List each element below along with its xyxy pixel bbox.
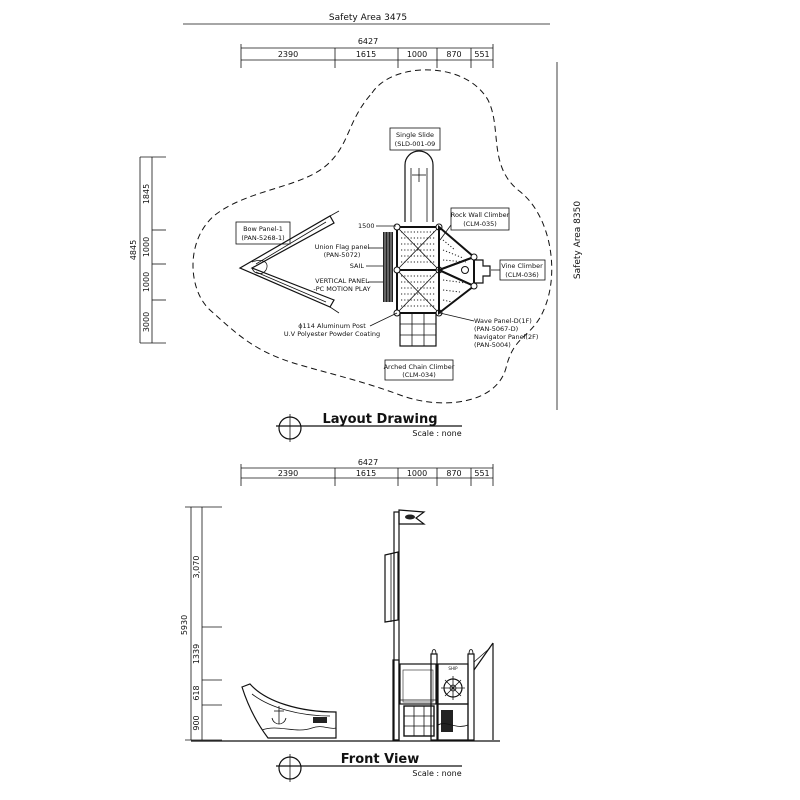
- svg-text:Navigator Panel(2F): Navigator Panel(2F): [474, 333, 538, 341]
- dim-total-front: 6427: [358, 458, 378, 467]
- front-mast-flag: [384, 509, 426, 741]
- arched-chain-climber: [399, 312, 437, 347]
- layout-title: Layout Drawing: [322, 412, 437, 427]
- union-flag-label: Union Flag panel (PAN-5072): [315, 243, 383, 259]
- front-title-block: Front View Scale : none: [276, 752, 462, 782]
- svg-text:U.V Polyester Powder Coating: U.V Polyester Powder Coating: [284, 330, 380, 338]
- front-structure: SHIP: [392, 642, 494, 741]
- svg-text:(PAN-5004): (PAN-5004): [474, 341, 511, 349]
- svg-text:618: 618: [192, 685, 201, 700]
- svg-text:Arched Chain Climber: Arched Chain Climber: [384, 363, 455, 371]
- svg-text:(SLD-001-09: (SLD-001-09: [395, 140, 436, 148]
- bow-panel-callout: Bow Panel-1 (PAN-5268-1): [235, 221, 291, 245]
- single-slide-callout: Single Slide (SLD-001-09: [389, 127, 441, 151]
- anchor-icon: [271, 706, 287, 725]
- safety-area-top-label: Safety Area 3475: [329, 13, 407, 23]
- post-label: ϕ114 Aluminum Post U.V Polyester Powder …: [284, 312, 398, 338]
- vine-climber: [474, 259, 491, 284]
- layout-title-block: Layout Drawing Scale : none: [276, 412, 462, 442]
- dim-total-top: 6427: [358, 37, 378, 46]
- dim-seg-left-2: 1000: [142, 237, 151, 257]
- arched-chain-callout: Arched Chain Climber (CLM-034): [384, 359, 455, 381]
- svg-text:(PAN-5072): (PAN-5072): [324, 251, 361, 259]
- svg-text:870: 870: [446, 469, 461, 478]
- ship-wheel-icon: [441, 676, 465, 700]
- svg-text:ϕ114 Aluminum Post: ϕ114 Aluminum Post: [298, 322, 366, 330]
- vertical-panel-label: VERTICAL PANEL -PC MOTION PLAY: [313, 277, 383, 293]
- svg-text:1339: 1339: [192, 644, 201, 664]
- triangle-decks: [436, 224, 478, 316]
- svg-text:(CLM-035): (CLM-035): [463, 220, 497, 228]
- dim-seg-left-1: 1845: [142, 184, 151, 204]
- dim-seg-top-3: 1000: [407, 50, 427, 59]
- dim-seg-top-2: 1615: [356, 50, 376, 59]
- svg-text:(PAN-5067-D): (PAN-5067-D): [474, 325, 518, 333]
- svg-text:1000: 1000: [407, 469, 427, 478]
- dim-seg-top-5: 551: [474, 50, 489, 59]
- svg-text:VERTICAL PANEL: VERTICAL PANEL: [315, 277, 369, 285]
- svg-text:1615: 1615: [356, 469, 376, 478]
- svg-text:-PC MOTION PLAY: -PC MOTION PLAY: [313, 285, 370, 293]
- dim-seg-top-1: 2390: [278, 50, 298, 59]
- svg-text:551: 551: [474, 469, 489, 478]
- svg-text:Bow Panel-1: Bow Panel-1: [243, 225, 283, 233]
- top-dimension-chain: 6427 2390 1615 1000 870 551: [240, 37, 494, 68]
- svg-text:Vine Climber: Vine Climber: [501, 262, 543, 270]
- svg-text:Wave Panel-D(1F): Wave Panel-D(1F): [474, 317, 532, 325]
- svg-text:SHIP: SHIP: [448, 666, 458, 671]
- svg-text:(CLM-034): (CLM-034): [402, 371, 436, 379]
- svg-text:900: 900: [192, 715, 201, 730]
- safety-zone-outline: [192, 69, 553, 404]
- bow-panel: [238, 210, 340, 314]
- svg-text:SAIL: SAIL: [350, 262, 365, 270]
- svg-text:(PAN-5268-1): (PAN-5268-1): [241, 234, 284, 242]
- svg-text:Rock Wall Climber: Rock Wall Climber: [451, 211, 510, 219]
- left-dimension-chain-front: 5930 3,070 1339 618 900: [180, 506, 222, 741]
- deck-height-label: 1500: [358, 222, 375, 230]
- dim-seg-top-4: 870: [446, 50, 461, 59]
- front-title: Front View: [341, 752, 420, 767]
- vine-climber-callout: Vine Climber (CLM-036): [491, 259, 546, 281]
- svg-text:5930: 5930: [180, 615, 189, 635]
- main-deck: [393, 223, 443, 317]
- single-slide: [404, 150, 434, 222]
- front-scale: Scale : none: [412, 769, 461, 778]
- rock-wall-callout: Rock Wall Climber (CLM-035): [439, 207, 510, 241]
- wave-panel-label: Wave Panel-D(1F) (PAN-5067-D) Navigator …: [439, 312, 538, 349]
- svg-text:2390: 2390: [278, 469, 298, 478]
- dim-seg-left-3: 1000: [142, 272, 151, 292]
- svg-text:Union Flag panel: Union Flag panel: [315, 243, 370, 251]
- sail-label: SAIL: [350, 262, 383, 270]
- front-bow-panel: [241, 683, 337, 739]
- dim-total-left-layout: 4845: [129, 240, 138, 260]
- safety-area-right-label: Safety Area 8350: [573, 201, 583, 279]
- svg-text:Single Slide: Single Slide: [396, 131, 434, 139]
- svg-text:(CLM-036): (CLM-036): [505, 271, 539, 279]
- svg-text:3,070: 3,070: [192, 556, 201, 579]
- left-dimension-chain-layout: 4845 1845 1000 1000 3000: [129, 156, 166, 344]
- front-dimension-chain: 6427 2390 1615 1000 870 551: [240, 458, 494, 486]
- layout-scale: Scale : none: [412, 429, 461, 438]
- dim-seg-left-4: 3000: [142, 312, 151, 332]
- sail-panel-strip: [383, 232, 393, 302]
